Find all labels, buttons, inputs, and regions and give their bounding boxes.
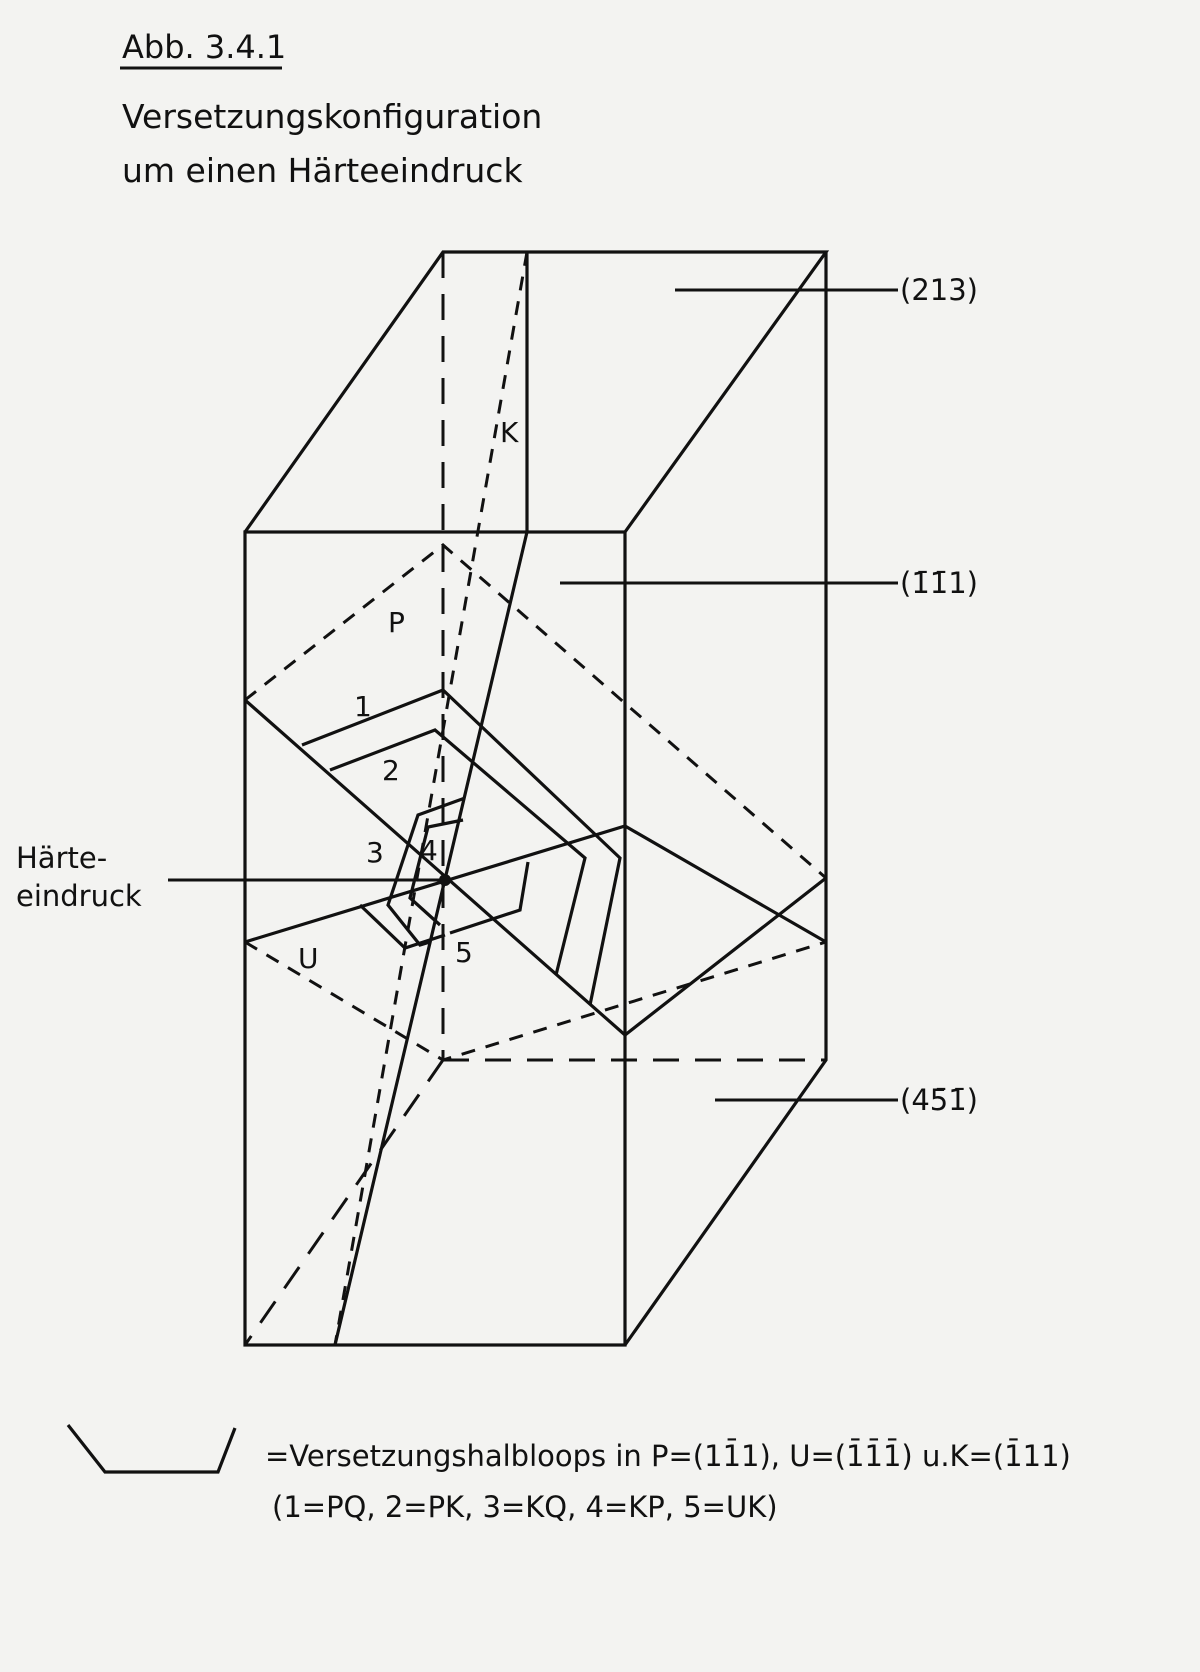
hidden-edge-diagonal — [243, 1059, 445, 1346]
front-face — [243, 530, 627, 1347]
figure-title-line2: um einen Härteeindruck — [122, 151, 523, 190]
legend-line1: =Versetzungshalbloops in P=(11̄1), U=(1̄… — [265, 1439, 1071, 1473]
loop-5a — [358, 903, 446, 950]
label-loop-2: 2 — [382, 754, 400, 787]
side-face-edges — [623, 252, 828, 1346]
label-loop-5: 5 — [455, 936, 473, 969]
loop-1 — [301, 688, 622, 1006]
plane-K-dashed — [333, 251, 529, 1346]
legend-line2: (1=PQ, 2=PK, 3=KQ, 4=KP, 5=UK) — [272, 1490, 778, 1524]
indent-label-line1: Härte- — [16, 841, 107, 875]
plane-U-solid — [244, 824, 827, 944]
top-face-edges — [243, 250, 830, 533]
plane-K — [333, 251, 529, 1346]
crystal-box — [243, 250, 830, 1347]
plane-P — [243, 543, 827, 1038]
plane-213-label: (213) — [900, 273, 978, 307]
plane-side-label: (45̄1̄) — [900, 1083, 978, 1117]
indent-label-line2: eindruck — [16, 879, 142, 913]
loop-2 — [329, 728, 587, 976]
half-loop-symbol-icon — [66, 1424, 237, 1474]
label-loop-4: 4 — [420, 834, 438, 867]
label-P: P — [388, 606, 405, 639]
label-loop-3: 3 — [366, 836, 384, 869]
label-K: K — [500, 416, 519, 449]
figure-title-line1: Versetzungskonfiguration — [122, 97, 542, 136]
plane-U-dashed — [244, 940, 827, 1062]
label-loop-1: 1 — [354, 690, 372, 723]
plane-front-label: (1̄1̄1) — [900, 566, 978, 600]
figure-number: Abb. 3.4.1 — [122, 28, 286, 66]
plane-K-solid — [333, 252, 529, 1346]
loop-5b — [449, 861, 530, 935]
loop-3 — [386, 796, 466, 947]
dislocation-loops — [301, 688, 622, 1006]
loop-4 — [408, 818, 464, 927]
plane-U — [244, 824, 827, 1062]
plane-P-solid — [243, 698, 827, 1038]
label-U: U — [298, 942, 319, 975]
plane-P-dashed — [244, 543, 827, 880]
